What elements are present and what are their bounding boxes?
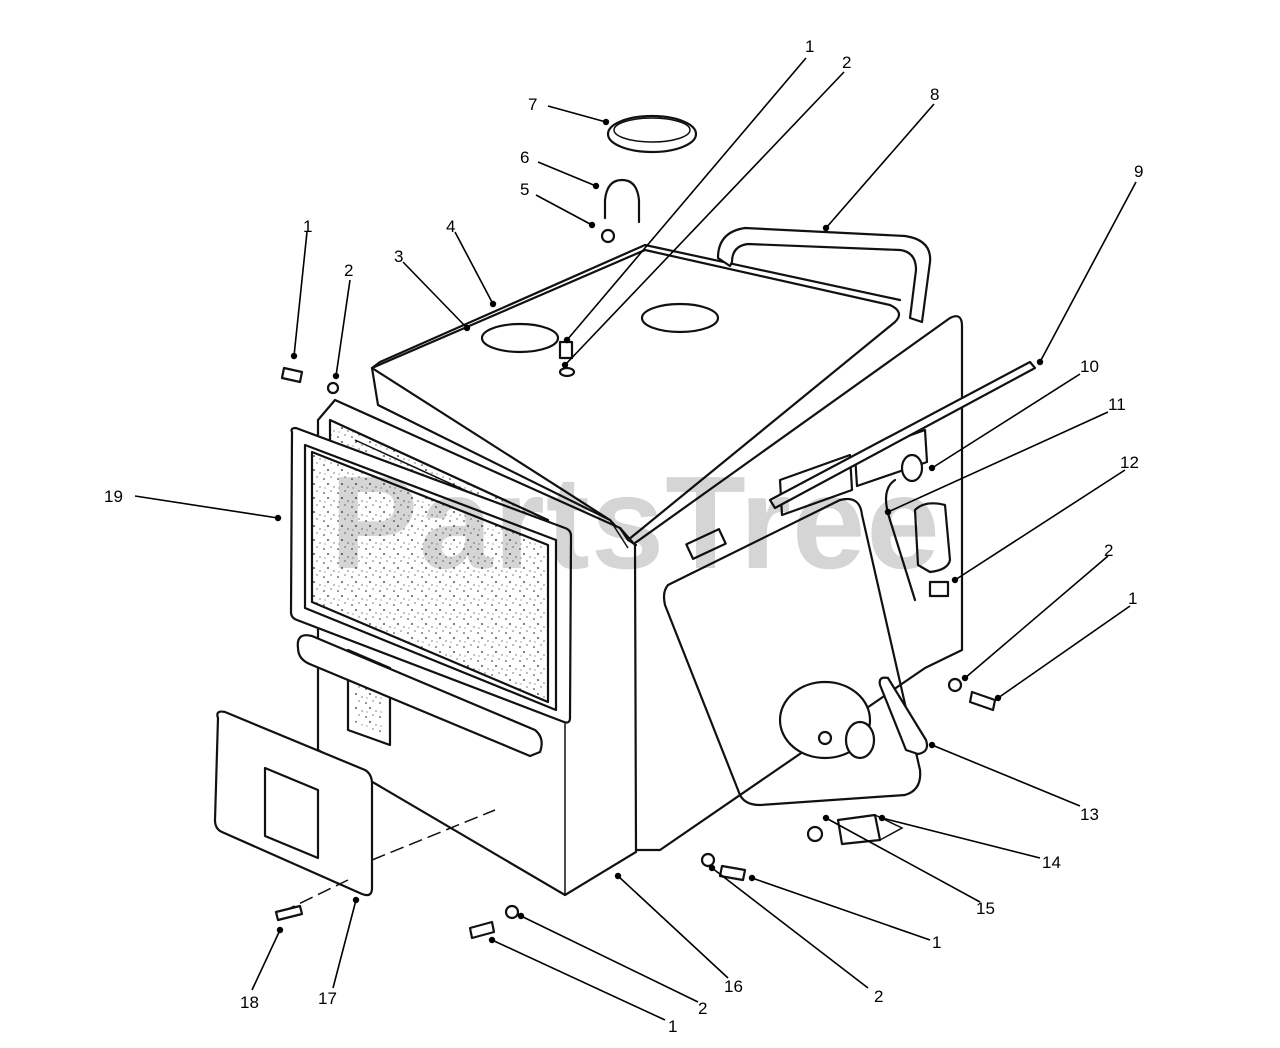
callout-12: 12 bbox=[1120, 453, 1139, 472]
callout-2: 2 bbox=[1104, 541, 1113, 560]
callout-14: 14 bbox=[1042, 853, 1061, 872]
part-5-nut bbox=[600, 228, 616, 244]
callout-1: 1 bbox=[1128, 589, 1137, 608]
callout-19: 19 bbox=[104, 487, 123, 506]
part-7-cap bbox=[606, 114, 698, 154]
part-8-handle bbox=[716, 226, 932, 324]
callout-6: 6 bbox=[520, 148, 529, 167]
callout-2: 2 bbox=[842, 53, 851, 72]
callout-2: 2 bbox=[344, 261, 353, 280]
callout-4: 4 bbox=[446, 217, 455, 236]
callout-8: 8 bbox=[930, 85, 939, 104]
callout-9: 9 bbox=[1134, 162, 1143, 181]
callout-17: 17 bbox=[318, 989, 337, 1008]
callout-11: 11 bbox=[1108, 395, 1126, 414]
housing-top bbox=[370, 248, 901, 542]
callout-16: 16 bbox=[724, 977, 743, 996]
part-9-strip bbox=[768, 360, 1037, 510]
callout-13: 13 bbox=[1080, 805, 1099, 824]
callout-18: 18 bbox=[240, 993, 259, 1012]
callout-1: 1 bbox=[303, 217, 312, 236]
callout-leaders bbox=[134, 57, 1137, 1021]
part-18-screw bbox=[274, 904, 304, 922]
callout-1: 1 bbox=[805, 37, 814, 56]
callout-7: 7 bbox=[528, 95, 537, 114]
part-12-clamp bbox=[928, 580, 950, 598]
part-11-cable bbox=[884, 478, 917, 602]
callout-2: 2 bbox=[874, 987, 883, 1006]
callout-15: 15 bbox=[976, 899, 995, 918]
callout-labels: 1 2 7 8 6 5 9 4 3 1 2 10 11 12 19 2 1 13… bbox=[104, 37, 1143, 1036]
front-grab-bar bbox=[296, 634, 543, 758]
callout-2: 2 bbox=[698, 999, 707, 1018]
callout-1: 1 bbox=[932, 933, 941, 952]
part-6-u-bolt bbox=[603, 178, 641, 224]
part-14-pin bbox=[836, 813, 882, 846]
part-13-crank-handle bbox=[878, 676, 929, 756]
part-15-washer bbox=[806, 825, 824, 843]
callout-5: 5 bbox=[520, 180, 529, 199]
top-opening-right bbox=[640, 302, 720, 334]
watermark: PartsTree bbox=[330, 449, 941, 596]
callout-3: 3 bbox=[394, 247, 403, 266]
part-10-grommet bbox=[900, 453, 924, 483]
callout-10: 10 bbox=[1080, 357, 1099, 376]
top-opening-left bbox=[480, 322, 560, 354]
fasteners bbox=[280, 340, 997, 940]
callout-1: 1 bbox=[668, 1017, 677, 1036]
